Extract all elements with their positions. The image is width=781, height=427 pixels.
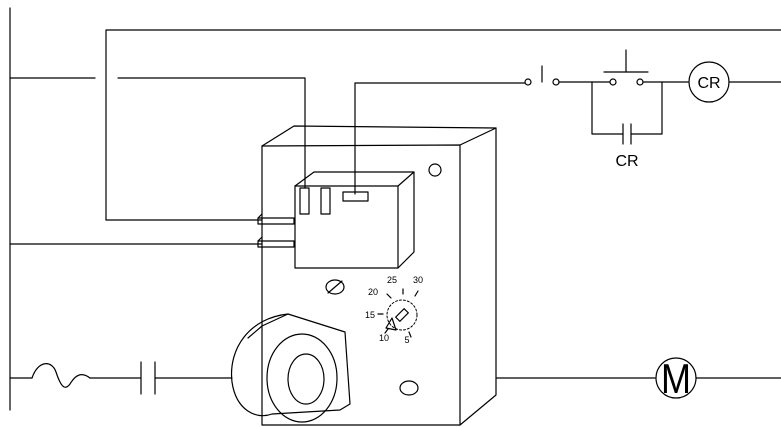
rung1-wire-to-terminal <box>117 77 306 189</box>
rung1-wire-to-switch <box>354 82 526 195</box>
top-loop-wire <box>105 29 781 221</box>
dial-tick-25: 25 <box>387 275 397 285</box>
motor-label: M <box>661 355 691 402</box>
control-module <box>261 125 497 426</box>
dial-tick-20: 20 <box>368 287 378 297</box>
dial-pointer-icon <box>385 317 397 331</box>
capacitor <box>140 361 233 395</box>
blower-housing <box>230 313 351 423</box>
normally-open-switch <box>524 65 593 86</box>
relay-block <box>294 171 415 269</box>
cr-coil: CR <box>688 61 781 103</box>
coil-cr-label: CR <box>697 75 720 92</box>
motor: M <box>655 355 781 402</box>
parallel-contact-branch: CR <box>591 81 663 170</box>
relay-terminal-2 <box>320 187 331 215</box>
dial-tick-10: 10 <box>379 333 389 343</box>
relay-terminal-3 <box>342 191 369 202</box>
dial-tick-5: 5 <box>404 335 409 345</box>
dial-knob <box>395 308 409 322</box>
mounting-hole-bottom <box>399 380 419 396</box>
spade-connectors <box>257 213 295 248</box>
contact-cr-label: CR <box>615 153 638 170</box>
relay-terminal-1 <box>299 187 310 215</box>
timer-dial: 30 25 20 15 10 5 <box>365 275 423 345</box>
dial-tick-15: 15 <box>365 310 375 320</box>
mounting-hole-top <box>428 163 442 177</box>
dial-tick-30: 30 <box>413 275 423 285</box>
push-button-switch <box>591 49 689 86</box>
adjust-screw <box>325 279 345 295</box>
heater-element <box>9 363 141 388</box>
